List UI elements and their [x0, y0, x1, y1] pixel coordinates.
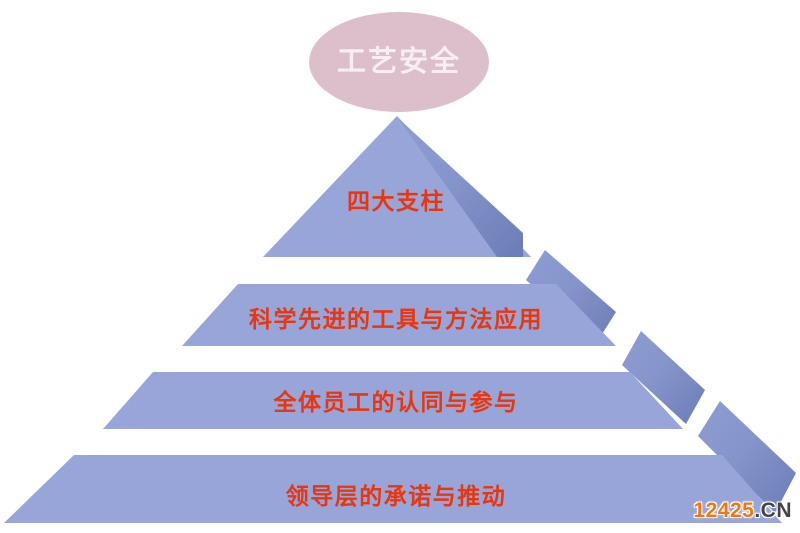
pyramid-tier-3 — [103, 372, 683, 429]
step-shadow-tier3 — [622, 331, 705, 424]
pyramid-tier-2 — [182, 284, 616, 346]
watermark-site: 12425 — [693, 499, 755, 522]
pyramid-tier-1-side-face — [397, 117, 523, 257]
watermark: 12425.CN — [693, 499, 792, 523]
step-shadow-tier4 — [698, 401, 796, 513]
step-shadow-tier2 — [526, 250, 616, 342]
pyramid-tier-4 — [4, 455, 782, 523]
watermark-tld: .CN — [754, 499, 792, 522]
pyramid-tier-1 — [263, 116, 531, 257]
title-ellipse — [309, 12, 489, 112]
